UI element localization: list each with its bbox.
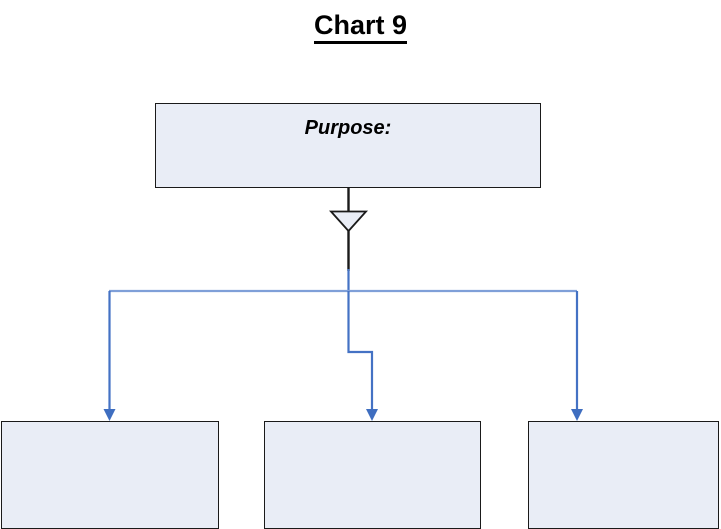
branch-right-arrowhead-icon [571,409,583,421]
node-child-1[interactable] [1,421,219,529]
node-purpose-label: Purpose: [304,117,392,139]
branch-middle-arrowhead-icon [366,409,378,421]
node-purpose[interactable]: Purpose: [155,103,541,188]
node-child-3[interactable] [528,421,719,529]
branch-middle-elbow-line [347,291,374,414]
node-child-2[interactable] [264,421,481,529]
hollow-down-triangle-icon [328,210,369,233]
page-title-text: Chart 9 [313,10,408,44]
branch-left-arrowhead-icon [103,409,116,421]
page-title: Chart 9 [0,9,721,44]
